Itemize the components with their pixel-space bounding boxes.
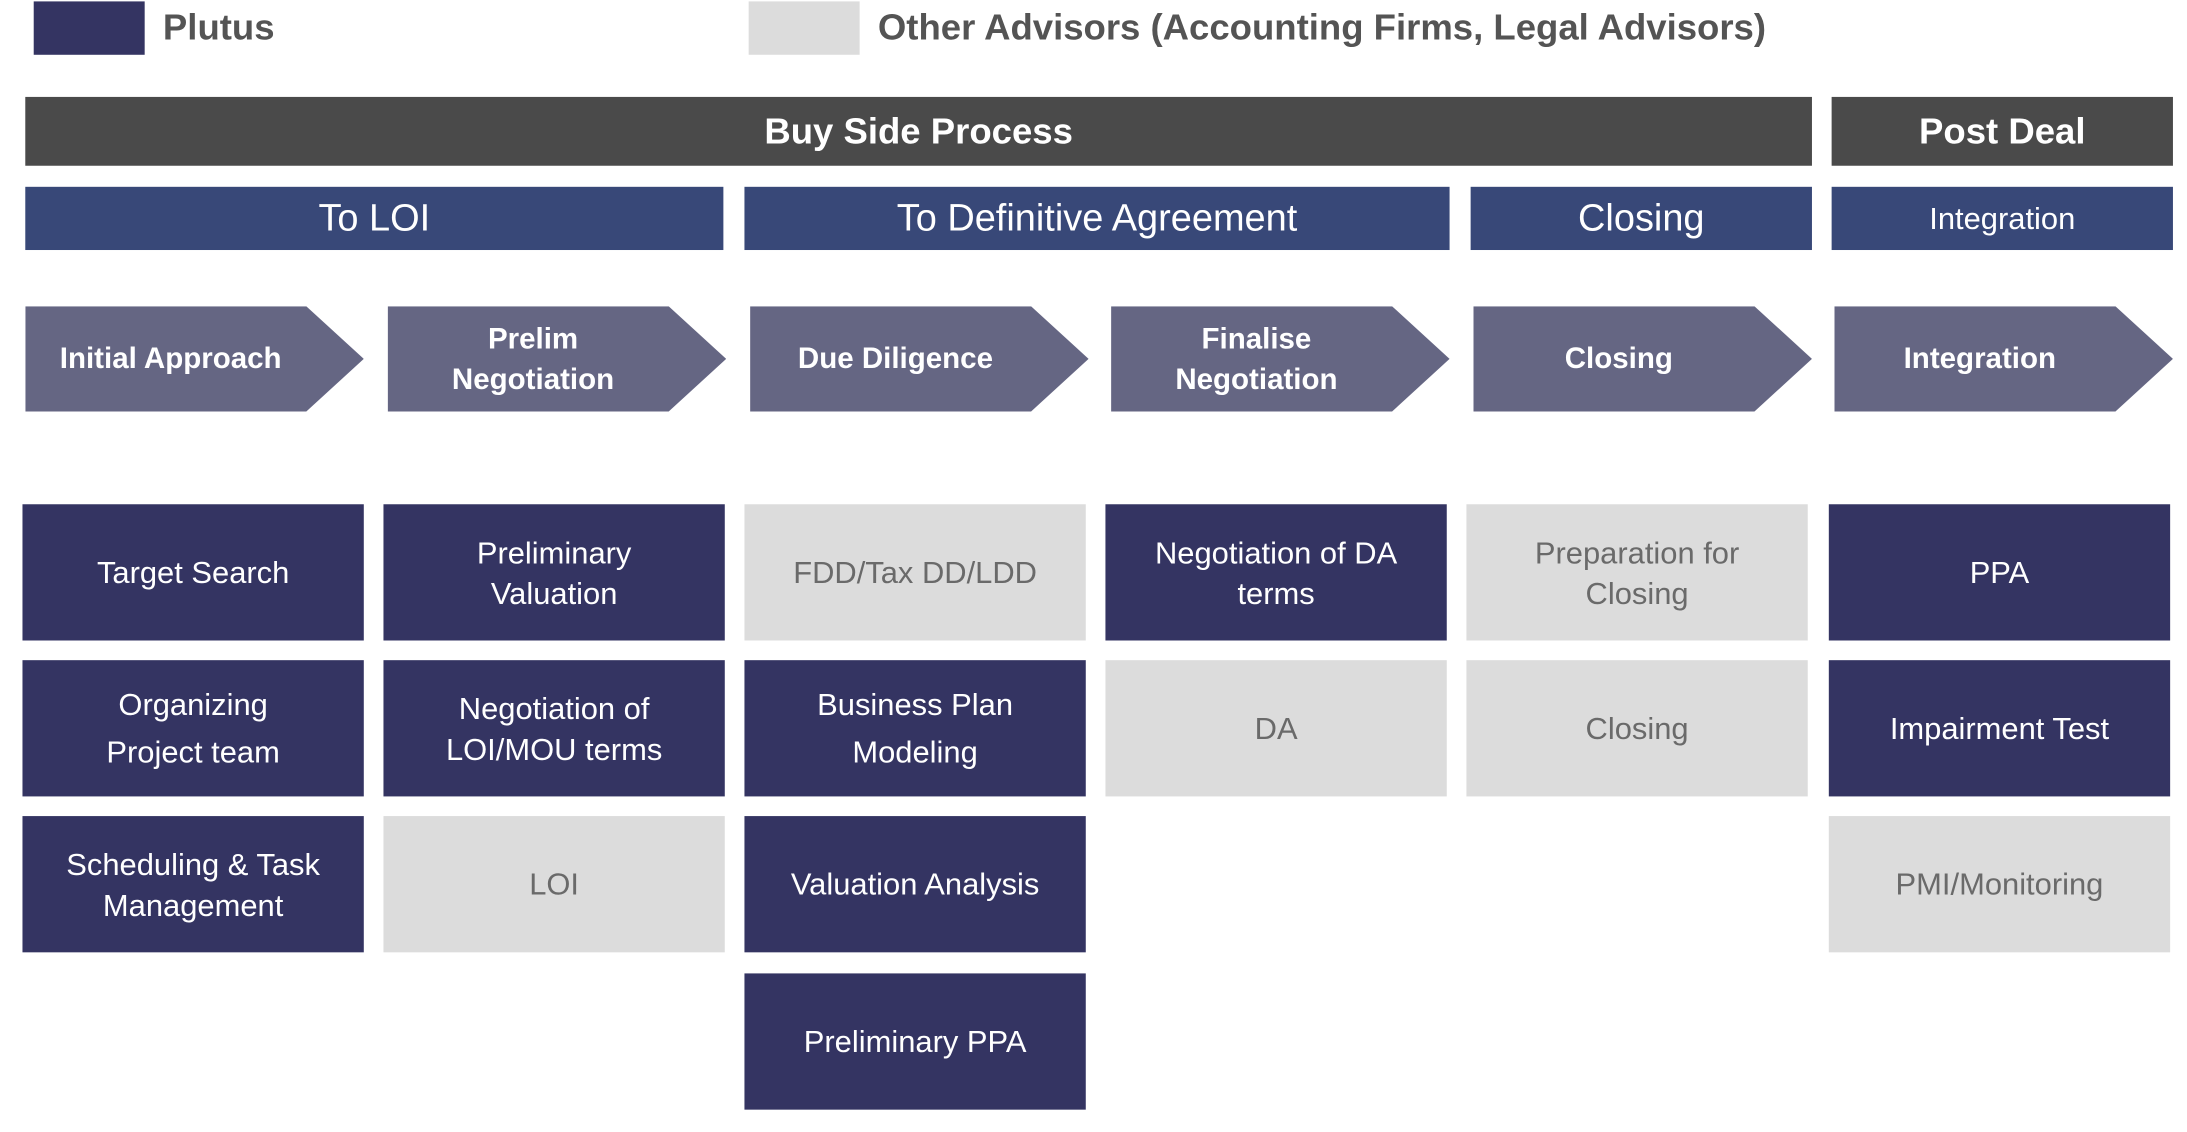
- step-finalise-negotiation: Finalise Negotiation: [1111, 306, 1450, 412]
- step-label-line: Prelim: [487, 322, 579, 355]
- task-line: Project team: [106, 733, 280, 770]
- step-label-line: Finalise: [1201, 322, 1312, 355]
- task-line: terms: [1237, 575, 1315, 611]
- task-line: Scheduling & Task: [66, 846, 320, 882]
- task-impairment-test: Impairment Test: [1828, 660, 2171, 797]
- task-line: Preparation for: [1534, 534, 1740, 570]
- task-organizing-project-team: Organizing Project team: [22, 660, 364, 797]
- step-label: Initial Approach: [59, 342, 282, 376]
- task-pmi-monitoring: PMI/Monitoring: [1828, 816, 2171, 953]
- task-line: Negotiation of: [458, 690, 650, 726]
- task-line: LOI/MOU terms: [445, 731, 663, 767]
- legend-label-plutus: Plutus: [162, 5, 275, 48]
- task-line: Impairment Test: [1889, 710, 2110, 746]
- task-line: Preliminary PPA: [803, 1023, 1027, 1060]
- task-fdd-tax-dd-ldd: FDD/Tax DD/LDD: [744, 504, 1086, 641]
- task-line: Valuation: [490, 575, 618, 611]
- step-initial-approach: Initial Approach: [25, 306, 364, 412]
- task-target-search: Target Search: [22, 504, 364, 641]
- task-line: Closing: [1585, 710, 1689, 746]
- subphase-closing: Closing: [1470, 186, 1812, 251]
- step-label: Integration: [1903, 342, 2057, 376]
- post-deal-header: Post Deal: [1831, 96, 2173, 166]
- step-closing: Closing: [1473, 306, 1812, 412]
- step-label-line: Negotiation: [1175, 363, 1338, 396]
- legend-swatch-plutus: [33, 1, 145, 55]
- subphase-to-loi: To LOI: [25, 186, 724, 251]
- task-line: Modeling: [852, 733, 978, 770]
- task-line: DA: [1254, 710, 1298, 746]
- task-line: Organizing: [118, 686, 268, 722]
- task-preliminary-ppa: Preliminary PPA: [744, 973, 1086, 1110]
- task-line: Valuation Analysis: [790, 866, 1040, 902]
- task-line: FDD/Tax DD/LDD: [793, 554, 1038, 590]
- task-line: Management: [102, 887, 284, 923]
- subphase-integration: Integration: [1831, 186, 2173, 251]
- step-label: Closing: [1564, 342, 1673, 376]
- task-negotiation-of-loi-mou-terms: Negotiation of LOI/MOU terms: [383, 660, 725, 797]
- task-line: Negotiation of DA: [1154, 534, 1398, 570]
- task-line: LOI: [529, 866, 580, 902]
- buy-side-process-header: Buy Side Process: [25, 96, 1812, 166]
- task-preliminary-valuation: Preliminary Valuation: [383, 504, 725, 641]
- legend-label-other-advisors: Other Advisors (Accounting Firms, Legal …: [877, 5, 1767, 48]
- task-preparation-for-closing: Preparation for Closing: [1466, 504, 1808, 641]
- subphase-to-definitive-agreement: To Definitive Agreement: [744, 186, 1450, 251]
- task-loi: LOI: [383, 816, 725, 953]
- task-line: Preliminary: [476, 534, 632, 570]
- task-line: Closing: [1585, 575, 1689, 611]
- step-prelim-negotiation: Prelim Negotiation: [387, 306, 727, 412]
- task-business-plan-modeling: Business Plan Modeling: [744, 660, 1086, 797]
- task-ppa: PPA: [1828, 504, 2171, 641]
- task-line: Target Search: [96, 554, 290, 590]
- step-label-line: Negotiation: [451, 363, 615, 396]
- step-due-diligence: Due Diligence: [750, 306, 1089, 412]
- step-integration: Integration: [1834, 306, 2173, 412]
- task-negotiation-of-da-terms: Negotiation of DA terms: [1105, 504, 1447, 641]
- task-closing: Closing: [1466, 660, 1808, 797]
- task-valuation-analysis: Valuation Analysis: [744, 816, 1086, 953]
- task-da: DA: [1105, 660, 1447, 797]
- task-line: PPA: [1969, 554, 2030, 590]
- step-label: Due Diligence: [797, 342, 993, 376]
- task-scheduling-task-management: Scheduling & Task Management: [22, 816, 364, 953]
- task-line: PMI/Monitoring: [1895, 866, 2104, 902]
- task-line: Business Plan: [817, 686, 1014, 722]
- legend-swatch-other-advisors: [748, 1, 860, 55]
